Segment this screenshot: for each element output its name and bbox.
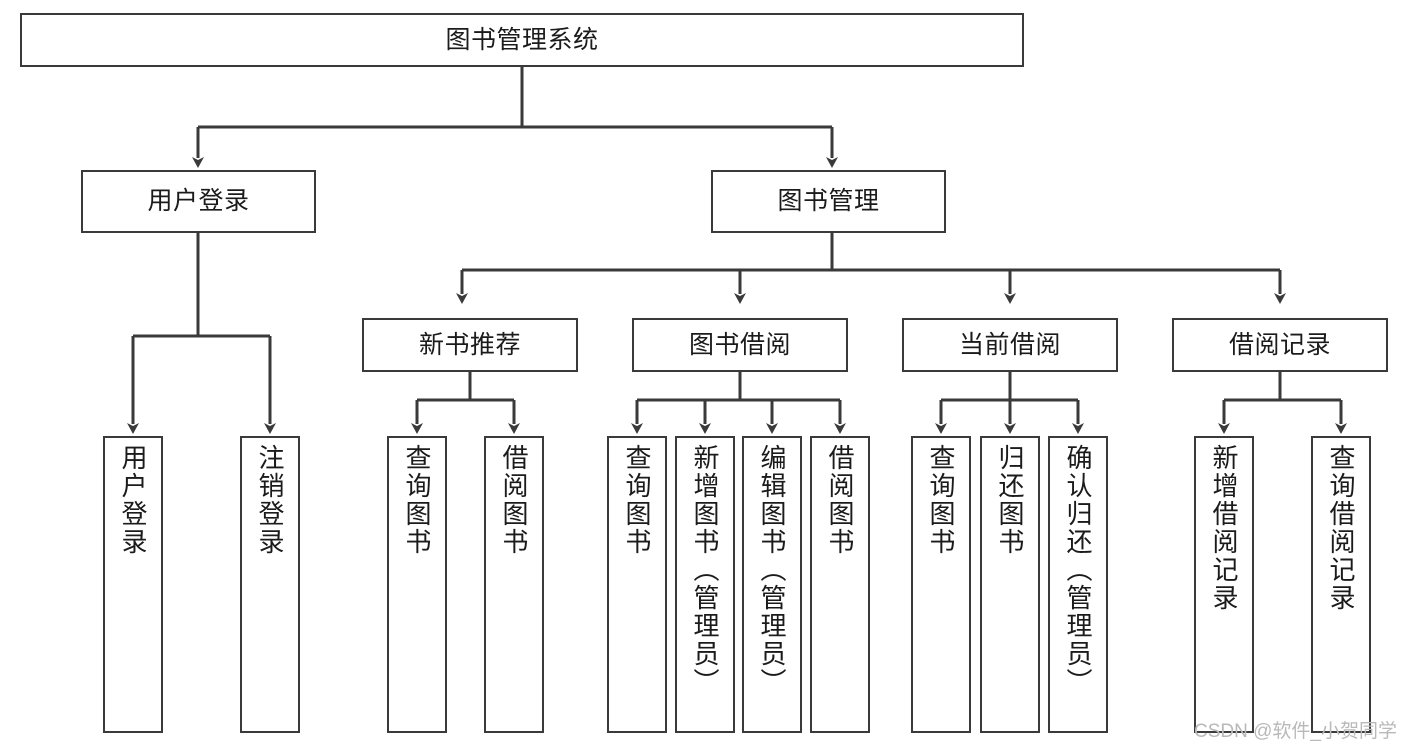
leaf-new-book-borrow[interactable]: 借阅图书 xyxy=(484,436,544,733)
node-book-borrow[interactable]: 图书借阅 xyxy=(632,318,848,372)
watermark: CSDN @软件_小贺同学 xyxy=(1194,716,1397,743)
leaf-label: 借阅图书 xyxy=(827,444,853,556)
node-borrow-record[interactable]: 借阅记录 xyxy=(1172,318,1388,372)
node-book-management-label: 图书管理 xyxy=(777,188,879,215)
node-book-management[interactable]: 图书管理 xyxy=(711,170,946,233)
node-current-borrow[interactable]: 当前借阅 xyxy=(902,318,1118,372)
node-user-login[interactable]: 用户登录 xyxy=(81,170,316,233)
leaf-label: 查询图书 xyxy=(928,444,954,556)
leaf-borrow-edit-book-admin[interactable]: 编辑图书（管理员） xyxy=(742,436,802,733)
leaf-label: 新增借阅记录 xyxy=(1211,444,1237,612)
node-book-borrow-label: 图书借阅 xyxy=(689,332,791,359)
leaf-label: 查询图书 xyxy=(624,444,650,556)
leaf-label: 归还图书 xyxy=(997,444,1023,556)
leaf-user-login-logout[interactable]: 注销登录 xyxy=(240,436,300,733)
leaf-new-book-query[interactable]: 查询图书 xyxy=(387,436,447,733)
leaf-label: 借阅图书 xyxy=(501,444,527,556)
leaf-current-confirm-return-admin[interactable]: 确认归还（管理员） xyxy=(1048,436,1108,733)
node-borrow-record-label: 借阅记录 xyxy=(1229,332,1331,359)
leaf-user-login-login[interactable]: 用户登录 xyxy=(103,436,163,733)
leaf-borrow-add-book-admin[interactable]: 新增图书（管理员） xyxy=(675,436,735,733)
leaf-label: 新增图书（管理员） xyxy=(692,444,718,696)
leaf-label: 查询图书 xyxy=(404,444,430,556)
node-current-borrow-label: 当前借阅 xyxy=(959,332,1061,359)
leaf-record-add-record[interactable]: 新增借阅记录 xyxy=(1194,436,1254,733)
leaf-current-return-book[interactable]: 归还图书 xyxy=(980,436,1040,733)
node-root-label: 图书管理系统 xyxy=(445,27,598,54)
leaf-label: 查询借阅记录 xyxy=(1328,444,1354,612)
leaf-label: 编辑图书（管理员） xyxy=(759,444,785,696)
node-user-login-label: 用户登录 xyxy=(147,188,249,215)
node-root[interactable]: 图书管理系统 xyxy=(20,13,1024,67)
node-new-book-recommend-label: 新书推荐 xyxy=(419,332,521,359)
leaf-record-query-record[interactable]: 查询借阅记录 xyxy=(1311,436,1371,733)
leaf-label: 注销登录 xyxy=(257,444,283,556)
leaf-borrow-borrow-book[interactable]: 借阅图书 xyxy=(810,436,870,733)
leaf-label: 用户登录 xyxy=(120,444,146,556)
node-new-book-recommend[interactable]: 新书推荐 xyxy=(362,318,578,372)
leaf-current-query-book[interactable]: 查询图书 xyxy=(911,436,971,733)
leaf-label: 确认归还（管理员） xyxy=(1065,444,1091,696)
leaf-borrow-query-book[interactable]: 查询图书 xyxy=(607,436,667,733)
